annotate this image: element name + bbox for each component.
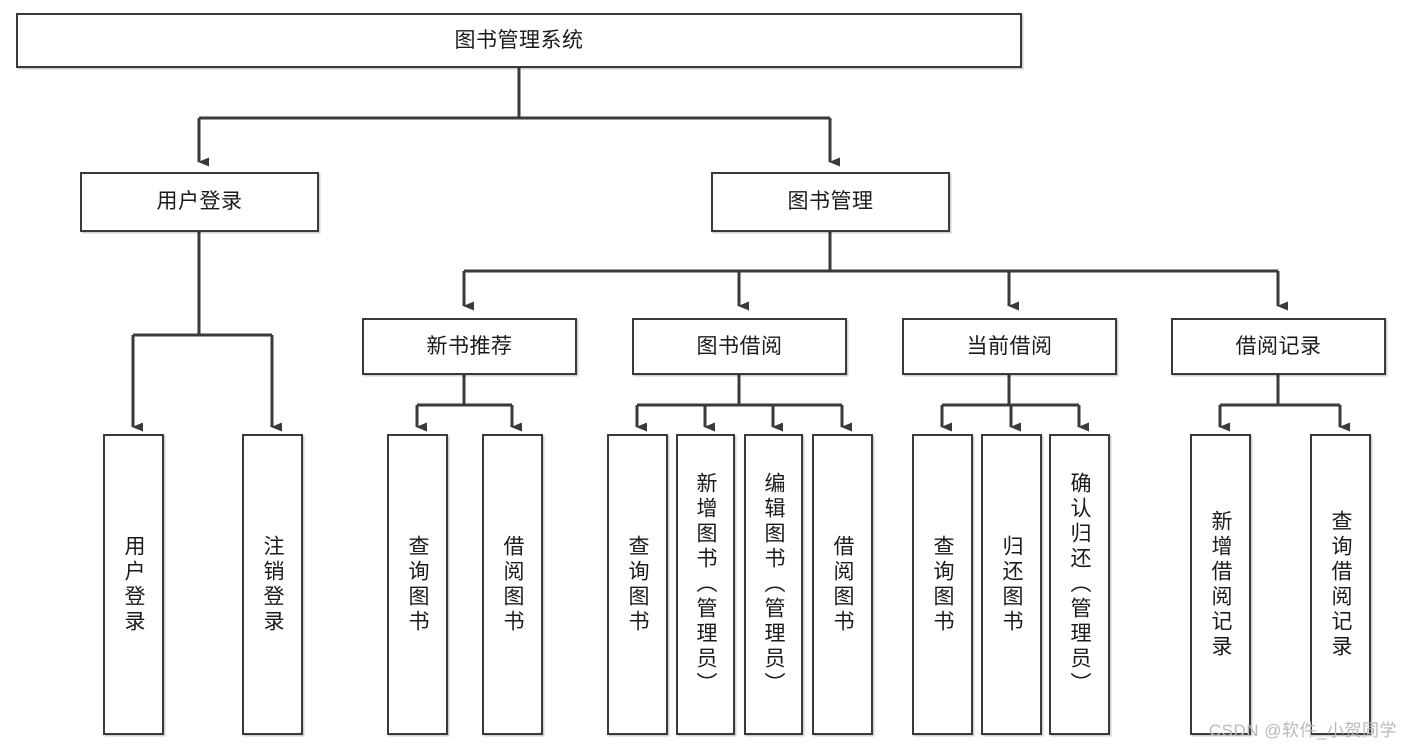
node-root-system[interactable]: 图书管理系统 xyxy=(16,13,1022,68)
leaf-edit-book-admin[interactable]: 编辑图书（管理员） xyxy=(744,434,803,735)
node-user-login[interactable]: 用户登录 xyxy=(80,172,319,232)
leaf-confirm-return-admin[interactable]: 确认归还（管理员） xyxy=(1049,434,1110,735)
node-label: 用户登录 xyxy=(122,534,145,635)
node-label: 借阅图书 xyxy=(831,534,854,635)
node-label: 查询借阅记录 xyxy=(1329,509,1352,660)
leaf-query-borrow-record[interactable]: 查询借阅记录 xyxy=(1310,434,1371,735)
node-label: 图书管理 xyxy=(787,190,874,214)
node-book-management[interactable]: 图书管理 xyxy=(711,172,950,232)
node-label: 归还图书 xyxy=(1000,534,1023,635)
node-label: 图书借阅 xyxy=(696,334,783,358)
leaf-borrow-book-newbook[interactable]: 借阅图书 xyxy=(482,434,543,735)
node-label: 图书管理系统 xyxy=(454,28,584,52)
node-label: 当前借阅 xyxy=(966,334,1053,358)
node-borrow-record[interactable]: 借阅记录 xyxy=(1171,318,1386,375)
node-label: 查询图书 xyxy=(406,534,429,635)
watermark: CSDN @软件_小贺同学 xyxy=(1208,721,1397,740)
leaf-query-book-borrow[interactable]: 查询图书 xyxy=(607,434,668,735)
leaf-query-book-current[interactable]: 查询图书 xyxy=(912,434,973,735)
leaf-user-login[interactable]: 用户登录 xyxy=(103,434,164,735)
node-label: 新书推荐 xyxy=(426,334,513,358)
node-new-book-recommend[interactable]: 新书推荐 xyxy=(362,318,577,375)
node-label: 新增借阅记录 xyxy=(1209,509,1232,660)
node-label: 查询图书 xyxy=(626,534,649,635)
node-label: 查询图书 xyxy=(931,534,954,635)
leaf-add-borrow-record[interactable]: 新增借阅记录 xyxy=(1190,434,1251,735)
node-label: 确认归还（管理员） xyxy=(1068,472,1091,697)
leaf-logout-login[interactable]: 注销登录 xyxy=(242,434,303,735)
node-label: 借阅图书 xyxy=(501,534,524,635)
node-label: 用户登录 xyxy=(156,190,243,214)
node-label: 借阅记录 xyxy=(1235,334,1322,358)
node-current-borrow[interactable]: 当前借阅 xyxy=(902,318,1117,375)
node-label: 编辑图书（管理员） xyxy=(762,472,785,697)
node-label: 新增图书（管理员） xyxy=(694,472,717,697)
leaf-add-book-admin[interactable]: 新增图书（管理员） xyxy=(676,434,735,735)
leaf-borrow-book-borrow[interactable]: 借阅图书 xyxy=(812,434,873,735)
leaf-return-book[interactable]: 归还图书 xyxy=(981,434,1042,735)
node-book-borrow[interactable]: 图书借阅 xyxy=(632,318,847,375)
node-label: 注销登录 xyxy=(261,534,284,635)
leaf-query-book-newbook[interactable]: 查询图书 xyxy=(387,434,448,735)
